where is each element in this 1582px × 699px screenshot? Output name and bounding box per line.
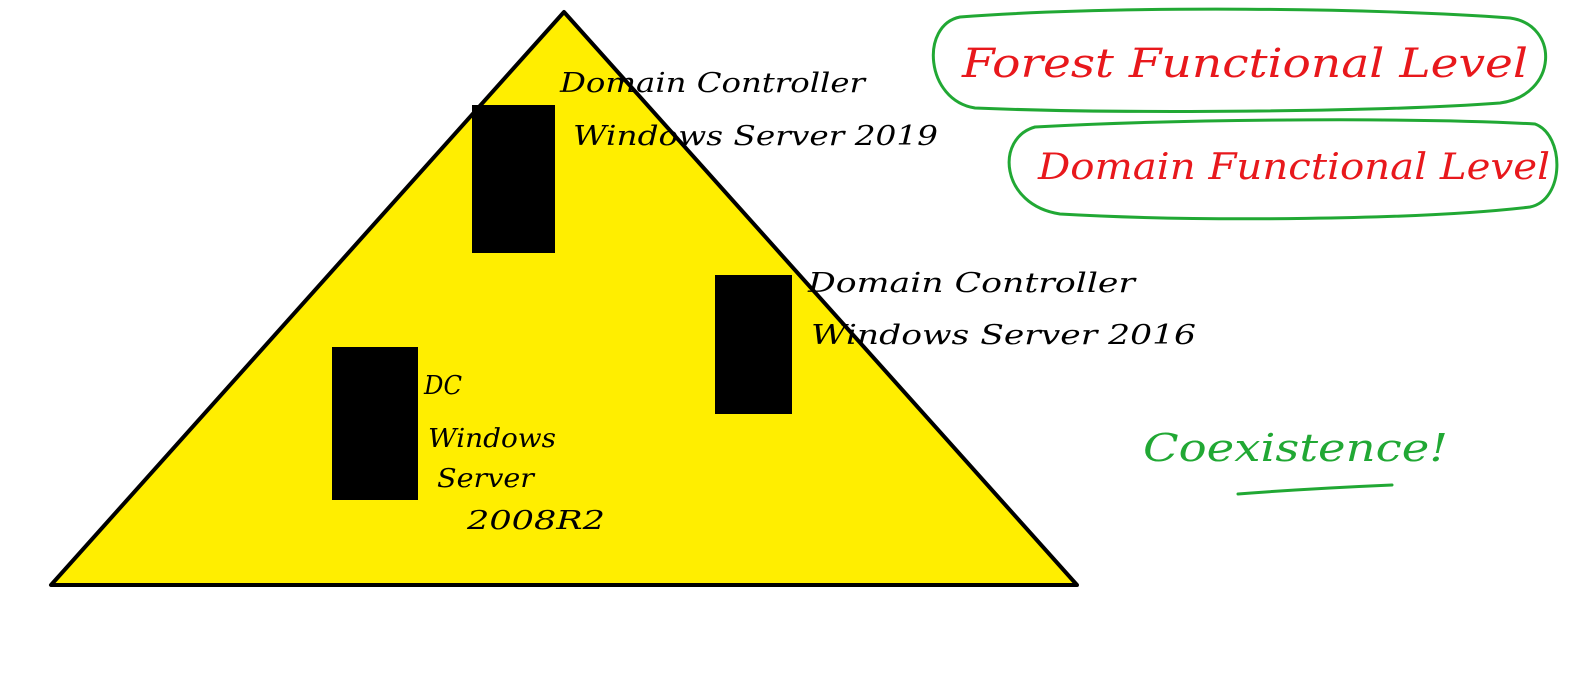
forest-triangle (49, 10, 1079, 587)
dc-left-label-dc: DC (423, 371, 462, 401)
dc-top-label-title: Domain Controller (559, 68, 868, 99)
forest-level-outline (931, 7, 1547, 113)
dc-left-label-version: 2008R2 (466, 506, 605, 536)
dc-box-top (472, 105, 555, 253)
coexistence-label: Coexistence! (1143, 426, 1448, 470)
domain-level-label: Domain Functional Level (1037, 147, 1550, 188)
dc-left-label-windows: Windows (428, 424, 556, 454)
dc-box-right (715, 275, 792, 414)
dc-top-label-os: Windows Server 2019 (573, 121, 938, 152)
dc-left-label-server: Server (437, 464, 536, 494)
dc-right-label-title: Domain Controller (807, 268, 1138, 299)
dc-right-label-os: Windows Server 2016 (811, 320, 1196, 351)
forest-level-label: Forest Functional Level (961, 41, 1528, 87)
dc-box-left (332, 347, 418, 500)
domain-level-outline (1007, 118, 1559, 221)
coexistence-underline (1236, 483, 1394, 496)
